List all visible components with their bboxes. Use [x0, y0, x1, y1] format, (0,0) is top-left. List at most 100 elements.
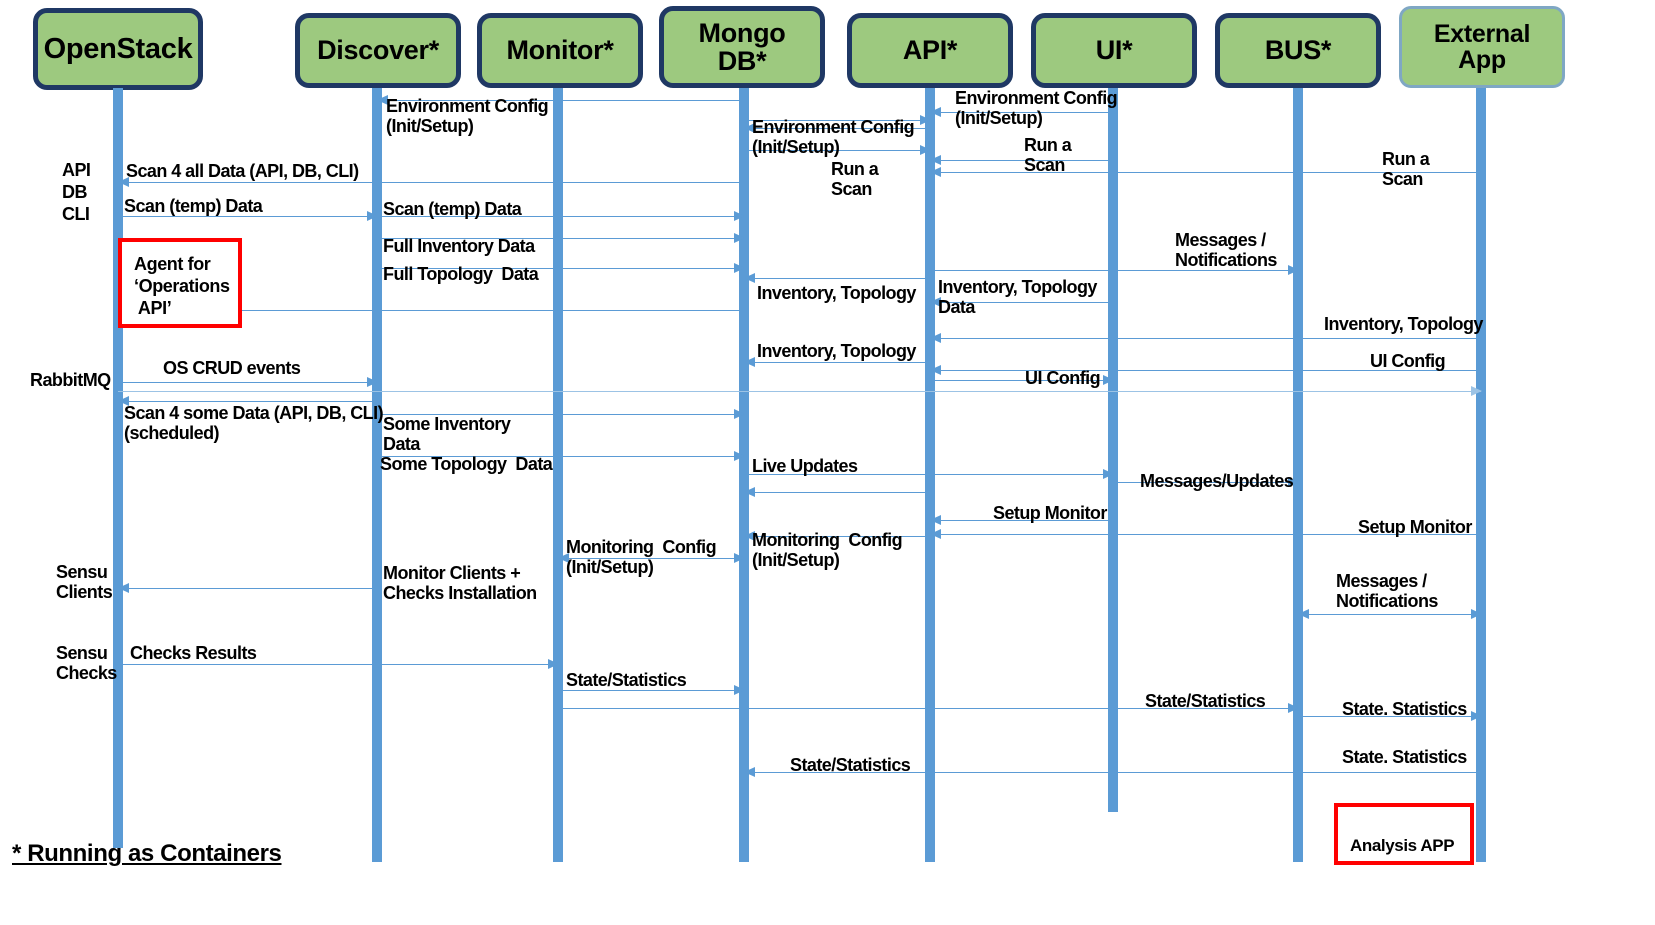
message-arrowhead-m01	[377, 95, 388, 106]
message-line-m19	[930, 370, 1481, 371]
actor-label-ui: UI*	[1095, 35, 1133, 66]
message-line-m12	[377, 268, 744, 269]
lifeline-discover	[372, 88, 382, 862]
message-line-m03	[744, 128, 930, 129]
footnote-running-as-containers: * Running as Containers	[12, 840, 282, 867]
message-arrowhead-m32	[558, 553, 569, 564]
message-line-m05	[744, 150, 930, 151]
actor-label-extapp: External App	[1433, 20, 1531, 74]
message-arrowhead-m14	[744, 273, 755, 284]
message-arrowhead-m38	[734, 685, 745, 696]
message-label-l06: Run a Scan	[831, 159, 879, 200]
message-line-m23	[118, 401, 377, 402]
message-label-l18: Inventory, Topology	[1324, 314, 1483, 334]
message-label-l41: State. Statistics	[1342, 747, 1467, 767]
actor-box-discover[interactable]: Discover*	[295, 13, 461, 88]
message-line-m29	[930, 520, 1113, 521]
message-arrowhead-m07	[118, 177, 129, 188]
message-label-l13: Full Inventory Data	[383, 236, 535, 256]
message-line-m30	[930, 534, 1481, 535]
message-label-l20: UI Config	[1025, 368, 1101, 388]
message-label-l37: Checks Results	[130, 643, 257, 663]
actor-box-mongodb[interactable]: Mongo DB*	[659, 6, 825, 88]
lifeline-api	[925, 88, 935, 862]
message-line-m41	[744, 772, 1481, 773]
agent-callout[interactable]: Agent for ‘Operations API’	[118, 238, 242, 328]
message-arrowhead-m27	[1288, 477, 1299, 488]
message-label-l38: State/Statistics	[566, 670, 687, 690]
message-label-l33: Sensu Clients	[56, 562, 113, 603]
actor-box-ui[interactable]: UI*	[1031, 13, 1197, 88]
message-label-l05: Run a Scan	[1382, 149, 1430, 190]
message-line-m33	[744, 536, 930, 537]
message-line-m27	[1113, 482, 1298, 483]
actor-label-openstack: OpenStack	[43, 32, 193, 65]
actor-box-openstack[interactable]: OpenStack	[33, 8, 203, 90]
message-arrowhead-m09	[367, 211, 378, 222]
message-arrowhead-m22	[1471, 386, 1482, 397]
message-label-l39: State/Statistics	[1145, 691, 1266, 711]
message-line-m36	[1298, 614, 1481, 615]
message-arrowhead-m10	[734, 211, 745, 222]
message-line-m02	[744, 120, 930, 121]
actor-box-bus[interactable]: BUS*	[1215, 13, 1381, 88]
actor-box-api[interactable]: API*	[847, 13, 1013, 88]
message-line-m01	[377, 100, 744, 101]
lifeline-ui	[1108, 88, 1118, 812]
message-line-m17	[930, 338, 1481, 339]
message-line-m10	[377, 216, 744, 217]
message-label-l26: Some Topology Data	[380, 454, 553, 474]
message-arrowhead-m15	[930, 297, 941, 308]
message-label-l28: Messages/Updates	[1140, 471, 1294, 491]
message-line-m22	[118, 391, 1481, 392]
message-line-m26	[744, 474, 1113, 475]
message-line-m06	[930, 160, 1113, 161]
message-label-l08: DB	[62, 182, 87, 202]
message-label-l07: API	[62, 160, 91, 180]
message-label-l11: Scan (temp) Data	[124, 196, 263, 216]
message-line-m08	[930, 172, 1481, 173]
message-arrowhead-m25	[734, 451, 745, 462]
message-arrowhead-m13	[1288, 265, 1299, 276]
message-line-m28	[744, 492, 930, 493]
actor-box-extapp[interactable]: External App	[1399, 6, 1565, 88]
message-arrowhead-m04	[930, 107, 941, 118]
message-arrowhead-m05	[920, 145, 931, 156]
message-label-l17: Inventory, Topology Data	[938, 277, 1097, 318]
message-line-m07	[118, 182, 744, 183]
message-arrowhead-m08	[930, 167, 941, 178]
message-arrowhead-m36	[1471, 609, 1482, 620]
message-label-l24: Scan 4 some Data (API, DB, CLI) (schedul…	[124, 403, 384, 444]
actor-label-discover: Discover*	[317, 35, 439, 66]
message-line-m04	[930, 112, 1113, 113]
message-arrowhead-m03	[744, 123, 755, 134]
message-line-m38	[558, 690, 744, 691]
message-label-l03: Environment Config (Init/Setup)	[955, 88, 1118, 129]
message-label-l04: Run a Scan	[1024, 135, 1072, 176]
message-arrowhead-m23	[118, 396, 129, 407]
message-label-l15: Messages / Notifications	[1175, 230, 1277, 271]
message-label-l36: Sensu Checks	[56, 643, 117, 684]
lifeline-extapp	[1476, 88, 1486, 862]
message-label-l35: Messages / Notifications	[1336, 571, 1438, 612]
message-label-l27: Live Updates	[752, 456, 858, 476]
analysis-callout[interactable]: Analysis APP	[1334, 803, 1474, 865]
message-arrowhead-m21	[1103, 375, 1114, 386]
message-label-l32: Monitoring Config (Init/Setup)	[752, 530, 903, 571]
message-line-m16	[118, 310, 744, 311]
message-arrowhead-m41	[744, 767, 755, 778]
message-line-m40	[1298, 716, 1481, 717]
analysis-callout-text: Analysis APP	[1350, 836, 1455, 855]
message-arrowhead-m24	[734, 409, 745, 420]
message-arrowhead-m33	[744, 531, 755, 542]
message-label-l40: State. Statistics	[1342, 699, 1467, 719]
message-line-m37	[118, 664, 558, 665]
message-arrowhead-m34	[118, 583, 129, 594]
message-label-l09: CLI	[62, 204, 90, 224]
message-label-l29: Setup Monitor	[993, 503, 1107, 523]
message-arrowhead-m12	[734, 263, 745, 274]
message-label-l10: Scan 4 all Data (API, DB, CLI)	[126, 161, 359, 181]
actor-box-monitor[interactable]: Monitor*	[477, 13, 643, 88]
message-line-m32	[558, 558, 744, 559]
message-line-m14	[744, 278, 930, 279]
